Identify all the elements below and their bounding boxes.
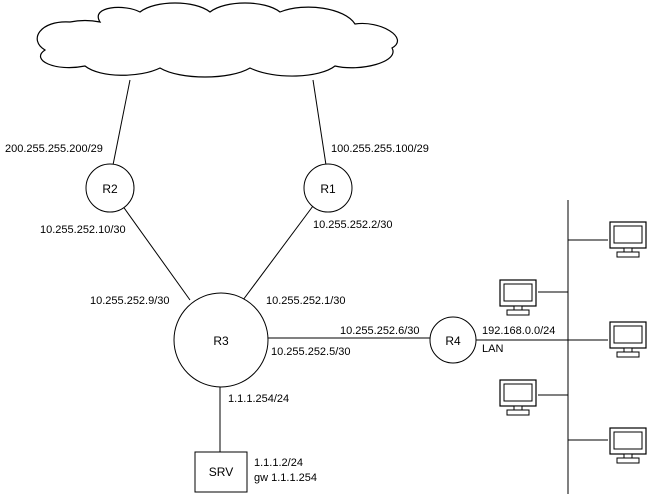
router-r3[interactable]: R3 [173, 292, 269, 388]
label-r4-lan: 192.168.0.0/24 [482, 325, 555, 337]
label-r1-uplink: 100.255.255.100/29 [331, 143, 429, 155]
link-cloud-r2 [111, 79, 131, 171]
link-r1-r3 [242, 205, 314, 301]
label-r1-to-r3: 10.255.252.2/30 [313, 219, 393, 231]
label-r3-to-srv: 1.1.1.254/24 [228, 393, 289, 405]
label-r3-to-r4: 10.255.252.5/30 [271, 346, 351, 358]
links [111, 79, 608, 494]
link-cloud-r1 [312, 79, 327, 166]
label-lan: LAN [482, 343, 503, 355]
router-r3-label: R3 [213, 334, 229, 348]
link-r2-r3 [121, 204, 191, 301]
computer-icon[interactable] [609, 427, 647, 464]
computer-icon[interactable] [609, 221, 647, 258]
label-r2-uplink: 200.255.255.200/29 [5, 143, 103, 155]
label-r4-to-r3: 10.255.252.6/30 [340, 325, 420, 337]
address-labels: 200.255.255.200/29 100.255.255.100/29 10… [5, 143, 555, 484]
label-srv-ip: 1.1.1.2/24 [254, 457, 303, 469]
server-srv-label: SRV [209, 465, 233, 479]
computer-icon[interactable] [499, 279, 537, 316]
router-r2[interactable]: R2 [85, 163, 135, 213]
computer-icon[interactable] [499, 379, 537, 416]
router-r1[interactable]: R1 [303, 163, 353, 213]
router-r4[interactable]: R4 [429, 316, 477, 364]
router-r1-label: R1 [320, 182, 336, 196]
router-r4-label: R4 [445, 334, 461, 348]
label-r3-to-r1: 10.255.252.1/30 [266, 295, 346, 307]
server-srv[interactable]: SRV [194, 451, 248, 493]
computer-icon[interactable] [609, 321, 647, 358]
router-r2-label: R2 [102, 182, 118, 196]
label-srv-gw: gw 1.1.1.254 [254, 472, 317, 484]
cloud-icon [36, 2, 399, 78]
label-r2-to-r3: 10.255.252.10/30 [40, 224, 126, 236]
label-r3-to-r2: 10.255.252.9/30 [90, 295, 170, 307]
